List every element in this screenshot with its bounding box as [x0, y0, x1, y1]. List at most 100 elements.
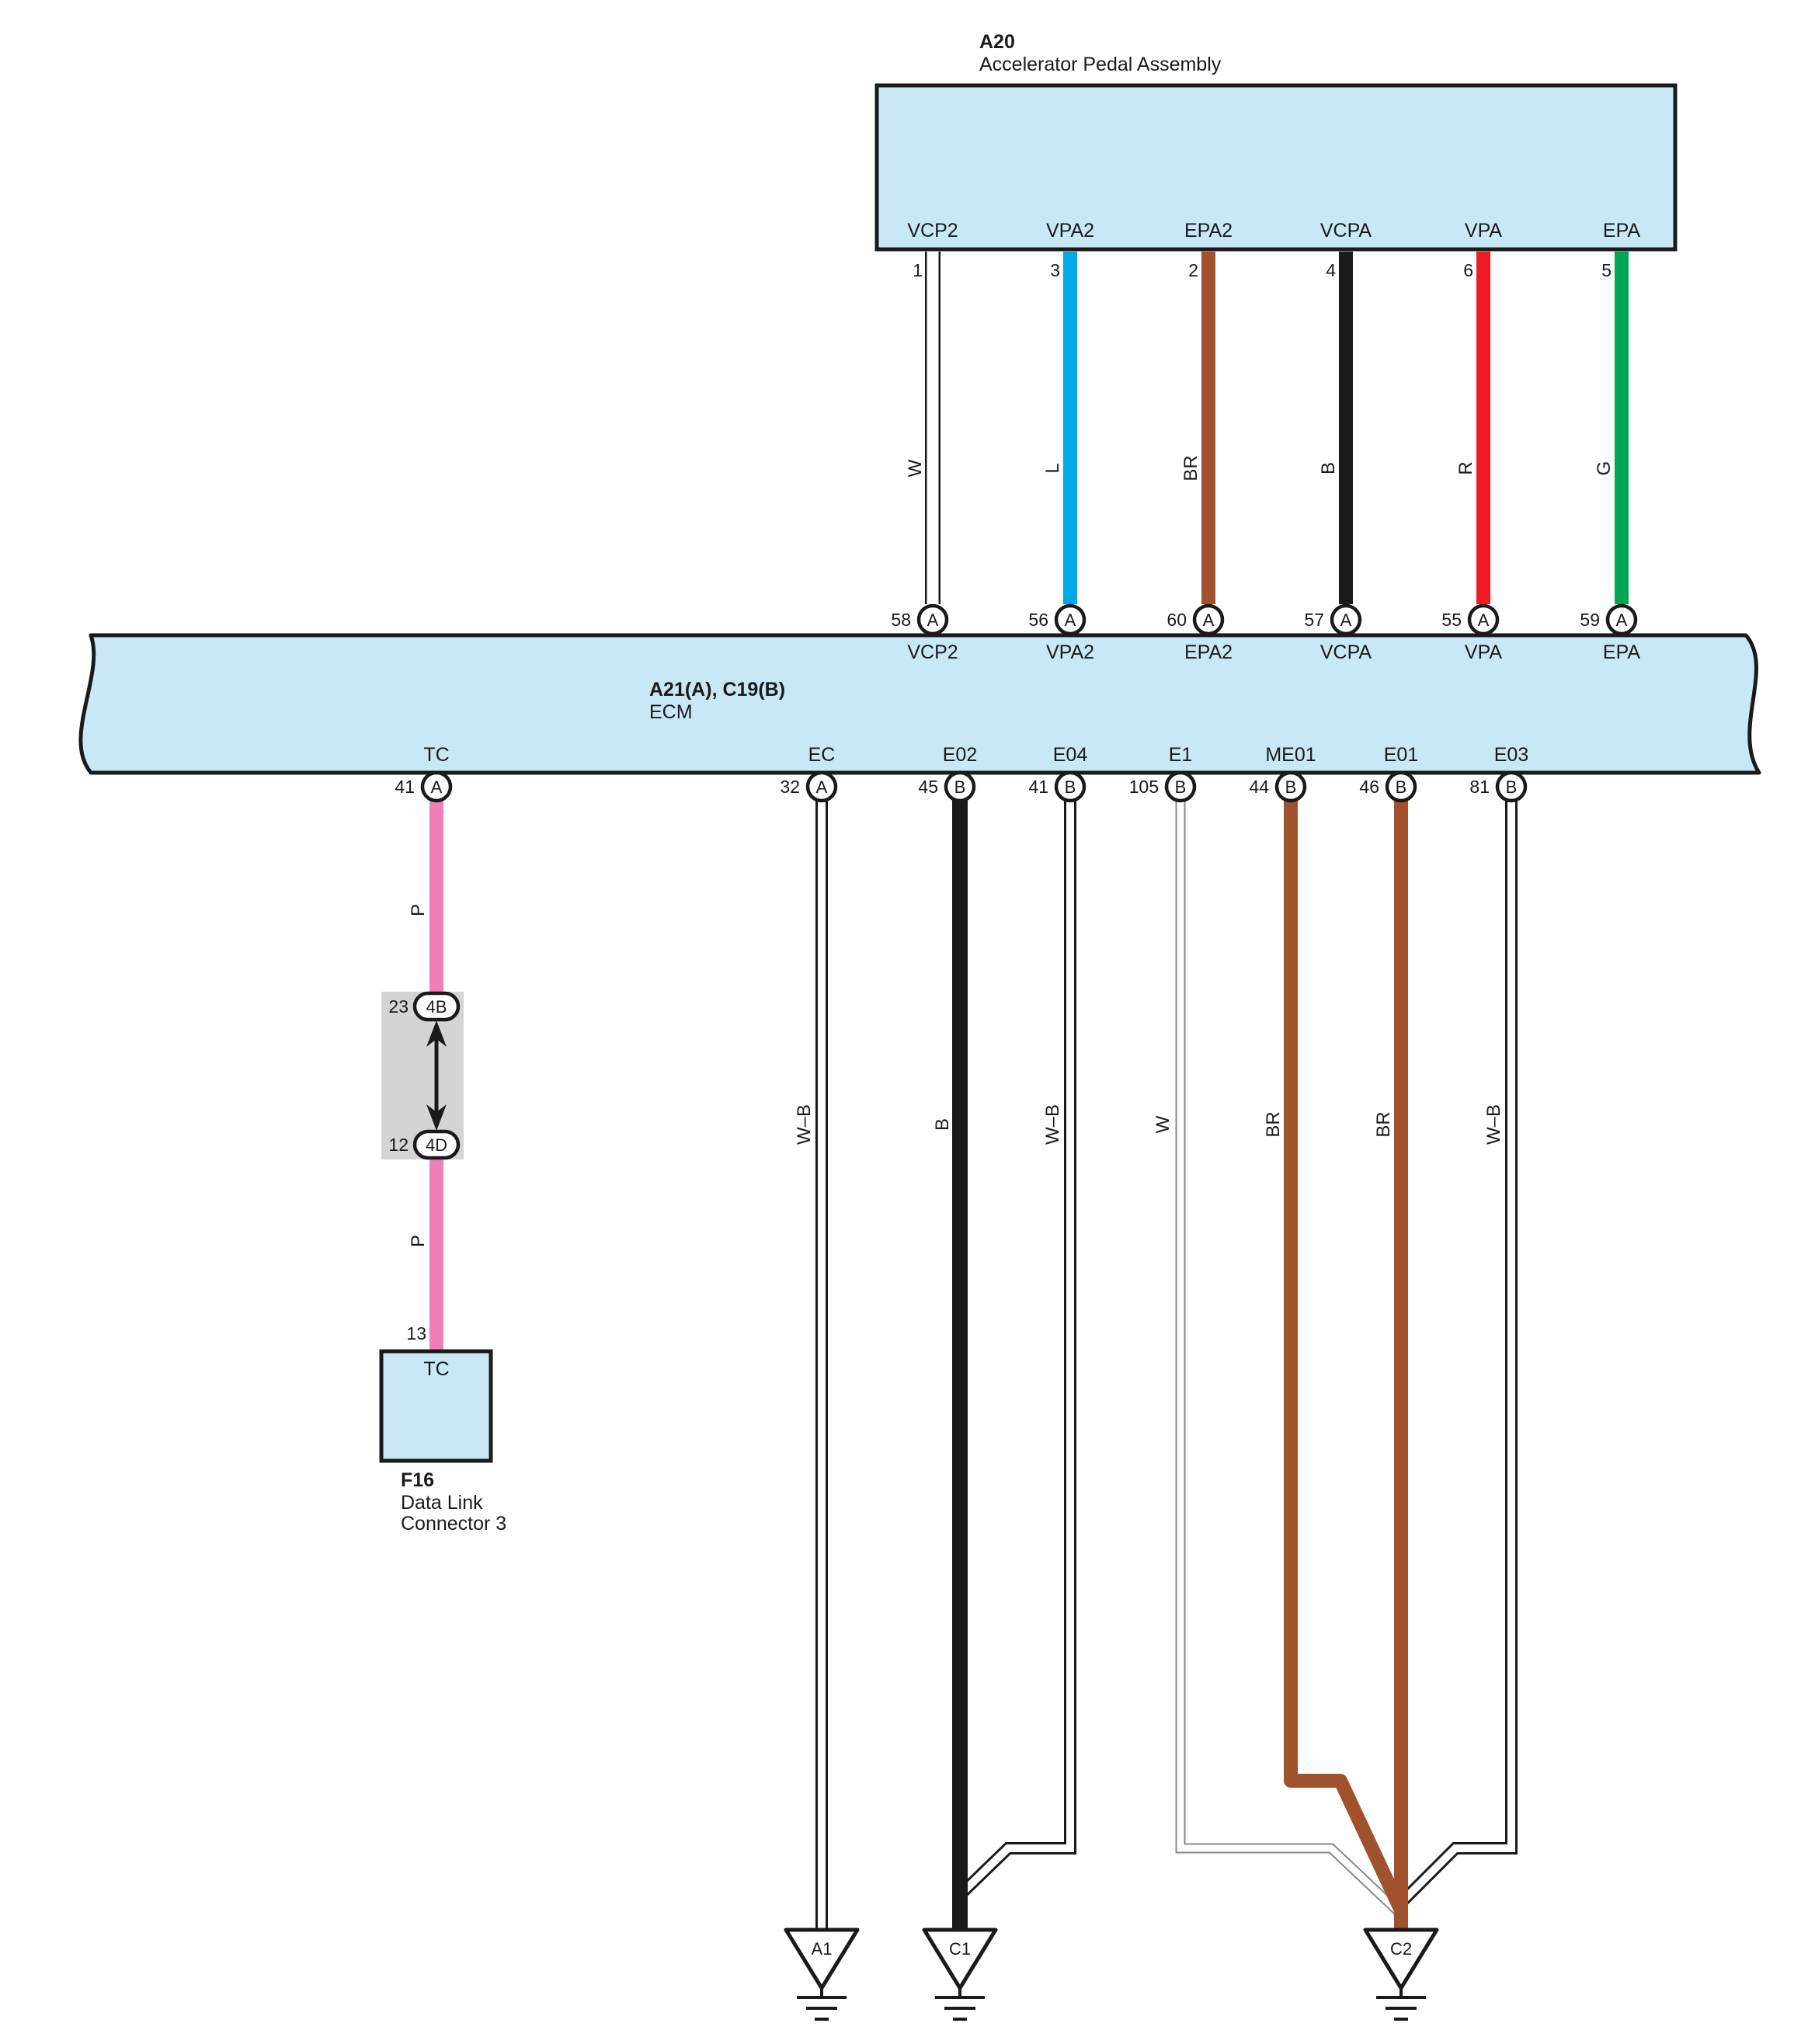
wire-e03-outline — [1396, 787, 1518, 1907]
pedal-terminal-vpa: VPA — [1465, 220, 1502, 242]
dlc3-box — [379, 1349, 493, 1463]
ecm-code: A21(A), C19(B) — [649, 679, 785, 700]
ecm-pin-tc: 41 — [395, 777, 415, 797]
connector-letter-tc: A — [431, 777, 443, 797]
wire-code-e1: W — [1153, 1115, 1173, 1133]
ground-triangle-c2 — [1363, 1928, 1439, 1990]
ground-a1: A1 — [784, 1928, 860, 2021]
wire-code-vcpa: B — [1318, 462, 1339, 474]
connector-letter-e1: B — [1175, 777, 1187, 797]
ecm-terminal-ec: EC — [808, 744, 836, 766]
connector-circle-epa — [1605, 603, 1638, 636]
connector-letter-vcpa: A — [1340, 610, 1352, 630]
pedal-pin-epa: 5 — [1601, 260, 1612, 280]
pedal-pin-vcpa: 4 — [1326, 260, 1336, 280]
wire-code-tc-lower: P — [408, 1235, 429, 1247]
junction-arrow-up — [426, 1020, 447, 1047]
connector-letter-e02: B — [954, 777, 966, 797]
ecm-pin-me01: 44 — [1249, 777, 1269, 797]
connector-circle-e1 — [1164, 770, 1197, 803]
wire-code-e04: W–B — [1042, 1104, 1063, 1145]
wire-e03 — [1398, 787, 1515, 1906]
connector-letter-vpa2: A — [1065, 610, 1076, 630]
ecm-terminal-epa2: EPA2 — [1184, 641, 1233, 663]
pedal-terminal-vpa2: VPA2 — [1046, 220, 1094, 242]
connector-circle-vpa2 — [1054, 603, 1087, 636]
ecm-pin-epa: 59 — [1580, 610, 1600, 630]
ecm-pin-e02: 45 — [918, 777, 938, 797]
wire-code-vpa2: L — [1042, 463, 1063, 473]
connector-circle-e01 — [1385, 770, 1417, 803]
dlc3-name-line2: Connector 3 — [401, 1513, 506, 1535]
wire-code-tc-upper: P — [408, 904, 429, 916]
connector-letter-me01: B — [1285, 777, 1297, 797]
junction-pill-4d — [412, 1129, 461, 1160]
connector-circle-me01 — [1274, 770, 1307, 803]
ecm-bottom-connector-circles — [420, 770, 1528, 803]
pedal-terminal-epa2: EPA2 — [1184, 220, 1233, 242]
ground-label-c2: C2 — [1390, 1939, 1412, 1959]
ecm-box — [78, 633, 1761, 775]
ecm-terminal-e1: E1 — [1169, 744, 1193, 766]
ecm-terminal-vpa2: VPA2 — [1046, 641, 1094, 663]
wire-code-ec: W–B — [794, 1104, 815, 1145]
connector-circle-e03 — [1495, 770, 1528, 803]
ecm-terminal-vcp2: VCP2 — [907, 641, 958, 663]
ground-triangle-a1 — [784, 1928, 860, 1990]
ecm-terminal-epa: EPA — [1603, 641, 1640, 663]
ecm-terminal-me01: ME01 — [1265, 744, 1316, 766]
ecm-pin-e04: 41 — [1028, 777, 1048, 797]
ecm-terminal-vpa: VPA — [1465, 641, 1502, 663]
wire-e1 — [1177, 787, 1404, 1917]
ecm-terminal-e04: E04 — [1053, 744, 1088, 766]
ground-c2: C2 — [1363, 1928, 1439, 2021]
pedal-pin-vpa: 6 — [1463, 260, 1473, 280]
ground-c1: C1 — [922, 1928, 998, 2021]
wire-e04 — [957, 787, 1074, 1898]
connector-letter-vpa: A — [1478, 610, 1490, 630]
ecm-terminal-e02: E02 — [943, 744, 977, 766]
connector-letter-epa: A — [1616, 610, 1628, 630]
ecm-pin-e1: 105 — [1129, 777, 1159, 797]
ecm-terminal-e03: E03 — [1494, 744, 1528, 766]
ground-label-a1: A1 — [812, 1939, 833, 1959]
pedal-terminal-vcp2: VCP2 — [907, 220, 958, 242]
pedal-code: A20 — [979, 31, 1015, 53]
junction-id-4d: 4D — [426, 1135, 447, 1155]
wire-code-e02: B — [932, 1118, 953, 1131]
junction-id-4b: 4B — [426, 997, 447, 1017]
connector-letter-e03: B — [1506, 777, 1518, 797]
wire-code-vcp2: W — [905, 459, 926, 477]
dlc3-pin: 13 — [406, 1323, 426, 1344]
dlc3-code: F16 — [401, 1469, 434, 1491]
ecm-pin-e01: 46 — [1359, 777, 1379, 797]
ecm-pin-vpa: 55 — [1441, 610, 1462, 630]
wire-code-me01: BR — [1263, 1111, 1284, 1137]
junction-arrow-down — [426, 1104, 447, 1131]
dlc3-terminal-tc: TC — [423, 1358, 449, 1380]
ecm-terminal-tc: TC — [423, 744, 449, 766]
ecm-pin-vpa2: 56 — [1028, 610, 1048, 630]
junction-pin-12: 12 — [388, 1135, 409, 1155]
connector-circle-vcpa — [1330, 603, 1362, 636]
pedal-terminal-epa: EPA — [1603, 220, 1640, 242]
ecm-top-connector-circles — [916, 603, 1638, 636]
connector-circle-e02 — [944, 770, 976, 803]
wire-code-epa: G — [1594, 461, 1615, 476]
ecm-pin-vcpa: 57 — [1304, 610, 1324, 630]
connector-letter-ec: A — [816, 777, 828, 797]
connector-letter-e04: B — [1065, 777, 1076, 797]
junction-pill-4b — [412, 991, 461, 1022]
ecm-terminal-e01: E01 — [1384, 744, 1418, 766]
ground-triangle-c1 — [922, 1928, 998, 1990]
pedal-terminal-vcpa: VCPA — [1320, 220, 1372, 242]
ground-label-c1: C1 — [949, 1939, 971, 1959]
connector-letter-vcp2: A — [927, 610, 939, 630]
ecm-terminal-vcpa: VCPA — [1320, 641, 1372, 663]
pedal-pin-vcp2: 1 — [913, 260, 923, 280]
dlc3-name-line1: Data Link — [401, 1492, 483, 1514]
wire-me01 — [1284, 787, 1408, 1914]
upper-wires — [925, 252, 1629, 604]
connector-circle-epa2 — [1192, 603, 1225, 636]
